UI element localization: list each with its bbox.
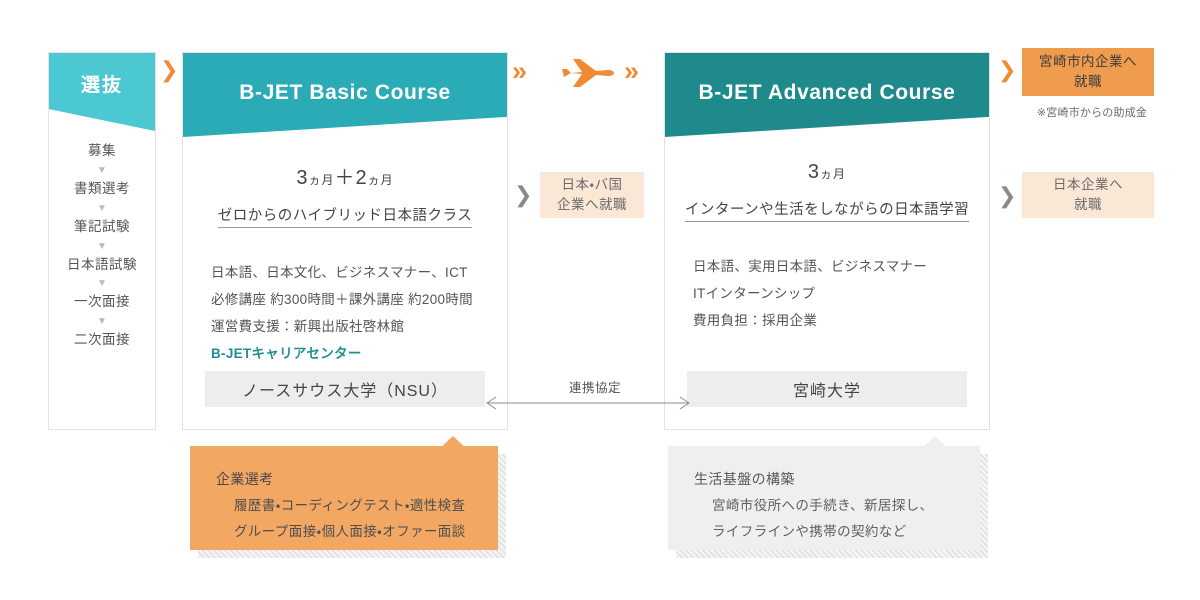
chevron-right-icon-japan-job: ❯ <box>998 183 1017 208</box>
selection-step: 一次面接 <box>74 294 130 310</box>
advanced-course-title: B-JET Advanced Course <box>698 81 956 104</box>
airplane-icon <box>562 59 614 87</box>
advanced-course-body: 日本語、実用日本語、ビジネスマナー ITインターンシップ 費用負担：採用企業 <box>693 253 989 334</box>
caret-down-icon: ▼ <box>97 164 107 176</box>
caret-down-icon: ▼ <box>97 278 107 290</box>
caret-down-icon: ▼ <box>97 240 107 252</box>
selection-header: 選抜 <box>49 53 155 131</box>
living-setup-callout: 生活基盤の構築 宮崎市役所への手続き、新居探し、 ライフラインや携帯の契約など <box>668 436 988 558</box>
caret-down-icon: ▼ <box>97 316 107 328</box>
advanced-course-line: 日本語、実用日本語、ビジネスマナー <box>693 259 928 274</box>
chevron-double-right-icon-left: » <box>512 56 527 86</box>
basic-duration-plus: ＋ <box>334 167 356 189</box>
selection-step: 書類選考 <box>74 180 130 196</box>
basic-course-duration: 3ヵ月＋2ヵ月 <box>183 161 507 190</box>
chevron-double-right-icon-right: » <box>624 56 639 86</box>
basic-course-university: ノースサウス大学（NSU） <box>205 371 485 407</box>
chevron-right-icon-mid-employment: ❯ <box>514 182 533 207</box>
callout-notch <box>436 436 470 452</box>
chevron-right-icon-city-job: ❯ <box>998 57 1017 82</box>
selection-header-label: 選抜 <box>80 75 123 96</box>
callout-title: 生活基盤の構築 <box>694 471 795 487</box>
basic-course-title: B-JET Basic Course <box>239 81 451 104</box>
advanced-course-line: 費用負担：採用企業 <box>693 313 818 328</box>
basic-course-line: 運営費支援：新興出版社啓林館 <box>211 319 405 334</box>
agreement-connector-arrow <box>486 396 690 410</box>
selection-step-list: 募集 ▼ 書類選考 ▼ 筆記試験 ▼ 日本語試験 ▼ 一次面接 ▼ 二次面接 <box>49 131 155 351</box>
basic-duration-value-2: 2 <box>355 167 368 189</box>
advanced-course-line: ITインターンシップ <box>693 286 816 301</box>
selection-step: 日本語試験 <box>67 256 137 272</box>
advanced-course-subtitle: インターンや生活をしながらの日本語学習 <box>665 198 989 222</box>
basic-course-career-center: B-JETキャリアセンター <box>211 346 362 361</box>
mid-employment-line-2: 企業へ就職 <box>557 197 627 212</box>
basic-course-body: 日本語、日本文化、ビジネスマナー、ICT 必修講座 約300時間＋課外講座 約2… <box>211 259 507 367</box>
basic-duration-value-1: 3 <box>296 167 309 189</box>
basic-course-line: 必修講座 約300時間＋課外講座 約200時間 <box>211 292 473 307</box>
city-job-box: 宮崎市内企業へ 就職 <box>1022 48 1154 96</box>
advanced-course-duration: 3ヵ月 <box>665 161 989 184</box>
transit-row: » » <box>512 56 662 96</box>
basic-course-line: 日本語、日本文化、ビジネスマナー、ICT <box>211 265 468 280</box>
japan-job-line-2: 就職 <box>1074 197 1102 212</box>
callout-line: 宮崎市役所への手続き、新居探し、 <box>712 497 934 513</box>
advanced-duration-value: 3 <box>807 161 821 183</box>
advanced-course-panel: B-JET Advanced Course 3ヵ月 インターンや生活をしながらの… <box>664 52 990 430</box>
selection-step: 二次面接 <box>74 332 130 348</box>
japan-job-box: 日本企業へ 就職 <box>1022 172 1154 218</box>
japan-job-line-1: 日本企業へ <box>1053 176 1123 192</box>
caret-down-icon: ▼ <box>97 202 107 214</box>
callout-line: ライフラインや携帯の契約など <box>712 523 907 539</box>
company-selection-callout: 企業選考 履歴書・コーディングテスト・適性検査 グループ面接・個人面接・オファー… <box>190 436 506 558</box>
city-job-line-1: 宮崎市内企業へ <box>1039 53 1137 69</box>
callout-body: 企業選考 履歴書・コーディングテスト・適性検査 グループ面接・個人面接・オファー… <box>190 436 498 550</box>
callout-line: グループ面接・個人面接・オファー面談 <box>234 523 466 539</box>
callout-body: 生活基盤の構築 宮崎市役所への手続き、新居探し、 ライフラインや携帯の契約など <box>668 436 980 550</box>
selection-step: 募集 <box>88 143 116 158</box>
advanced-course-university: 宮崎大学 <box>687 371 967 407</box>
advanced-course-subtitle-text: インターンや生活をしながらの日本語学習 <box>684 202 970 222</box>
city-job-subsidy-note: ※宮崎市からの助成金 <box>1036 107 1148 119</box>
agreement-label: 連携協定 <box>568 381 621 395</box>
mid-employment-line-1: 日本・バ国 <box>561 176 623 192</box>
basic-course-panel: B-JET Basic Course 3ヵ月＋2ヵ月 ゼロからのハイブリッド日本… <box>182 52 508 430</box>
chevron-right-icon-selection-to-basic: ❯ <box>160 57 179 82</box>
basic-course-subtitle: ゼロからのハイブリッド日本語クラス <box>183 204 507 228</box>
callout-line: 履歴書・コーディングテスト・適性検査 <box>234 497 466 513</box>
basic-duration-unit-2: ヵ月 <box>367 173 394 187</box>
advanced-course-header: B-JET Advanced Course <box>665 53 989 137</box>
selection-step: 筆記試験 <box>74 218 130 234</box>
basic-course-subtitle-text: ゼロからのハイブリッド日本語クラス <box>217 208 473 228</box>
basic-course-header: B-JET Basic Course <box>183 53 507 137</box>
callout-notch <box>918 436 952 452</box>
selection-column: 選抜 募集 ▼ 書類選考 ▼ 筆記試験 ▼ 日本語試験 ▼ 一次面接 ▼ 二次面… <box>48 52 156 430</box>
city-job-line-2: 就職 <box>1074 74 1102 89</box>
advanced-duration-unit: ヵ月 <box>820 167 847 181</box>
callout-title: 企業選考 <box>216 471 274 487</box>
mid-employment-box: 日本・バ国 企業へ就職 <box>540 172 644 218</box>
basic-duration-unit-1: ヵ月 <box>308 173 335 187</box>
